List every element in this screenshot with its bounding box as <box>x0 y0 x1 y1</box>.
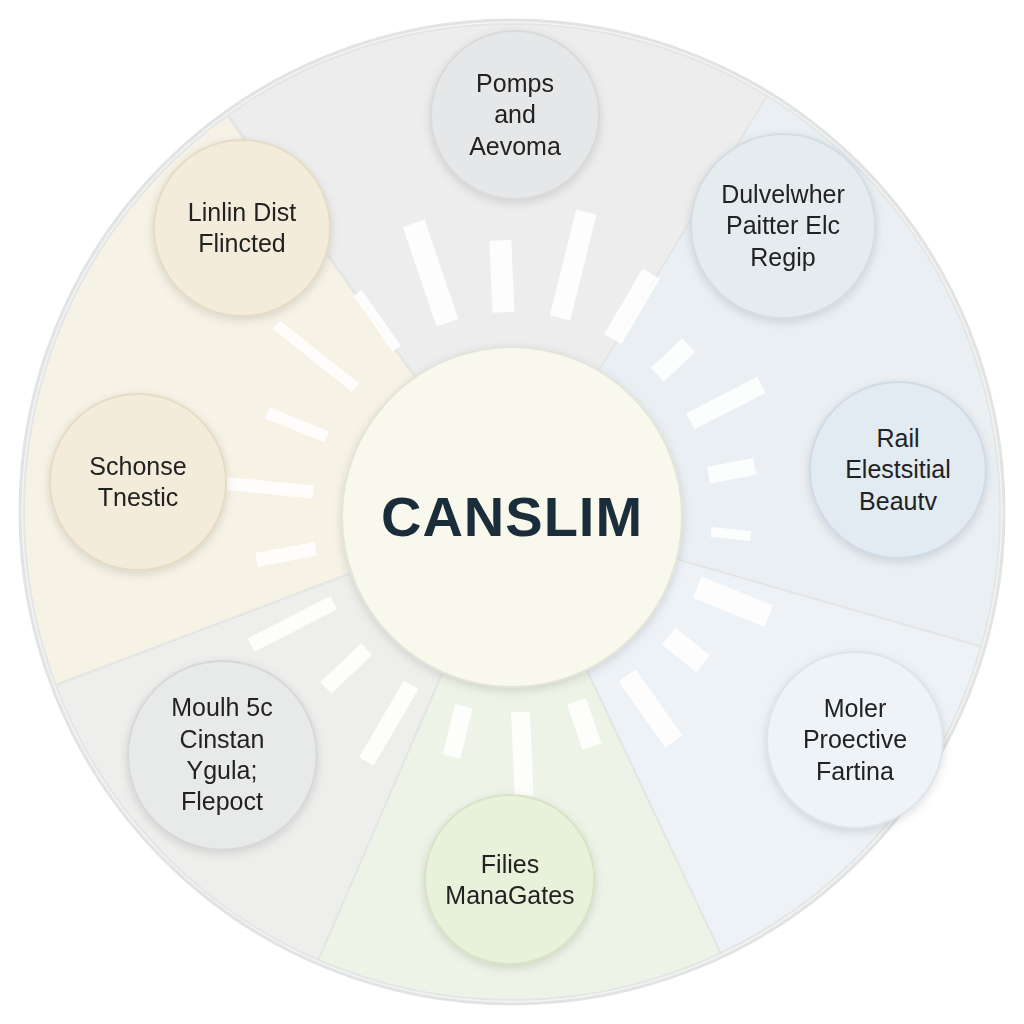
topic-label: Dulvelwher Paitter Elc Regip <box>712 179 854 273</box>
topic-label: Linlin Dist Flincted <box>183 197 301 260</box>
text-block: Moler Proective Fartina <box>789 693 921 787</box>
text-block: Pomps and Aevoma <box>459 68 571 162</box>
faint-ray <box>567 698 601 750</box>
text-block: Moulh 5c Cinstan Ygula; Flepoct <box>161 692 283 817</box>
text-block: Schonse Tnestic <box>72 451 204 514</box>
faint-ray <box>511 711 534 797</box>
faint-ray <box>686 377 765 429</box>
circle-outline <box>48 392 228 572</box>
faint-ray <box>662 628 710 673</box>
wedge-group <box>24 24 1000 1000</box>
text-block: CANSLIM <box>381 482 643 552</box>
circle-outline <box>126 659 319 852</box>
topic-label: Rail Elestsitial Beautv <box>832 423 964 517</box>
faint-ray <box>273 320 359 391</box>
circle-outline <box>423 793 596 966</box>
topic-label: Schonse Tnestic <box>72 451 204 514</box>
faint-ray <box>403 220 459 327</box>
topic-circle: Moulh 5c Cinstan Ygula; Flepoct <box>126 659 319 852</box>
faint-ray <box>489 240 514 313</box>
topic-circle: Moler Proective Fartina <box>765 650 945 830</box>
topic-circle: Filies ManaGates <box>423 793 596 966</box>
faint-ray <box>248 596 338 652</box>
topic-label: Moulh 5c Cinstan Ygula; Flepoct <box>161 692 283 817</box>
center-circle: CANSLIM <box>340 345 684 689</box>
faint-ray <box>216 476 314 499</box>
topic-circle: Dulvelwher Paitter Elc Regip <box>689 132 877 320</box>
topic-label: Pomps and Aevoma <box>459 68 571 162</box>
topic-label: Filies ManaGates <box>439 849 581 912</box>
text-block: Filies ManaGates <box>439 849 581 912</box>
text-block: Linlin Dist Flincted <box>183 197 301 260</box>
faint-ray <box>693 577 773 627</box>
faint-ray <box>619 669 683 747</box>
faint-ray <box>707 458 756 483</box>
faint-ray <box>711 527 752 541</box>
faint-ray <box>255 542 317 567</box>
center-label: CANSLIM <box>381 482 643 552</box>
topic-circle: Rail Elestsitial Beautv <box>808 380 988 560</box>
faint-ray <box>320 644 372 694</box>
faint-ray <box>354 290 401 351</box>
faint-ray <box>550 210 597 321</box>
topic-circle: Linlin Dist Flincted <box>152 138 332 318</box>
faint-ray <box>265 407 329 442</box>
faint-ray <box>651 338 695 381</box>
faint-ray <box>604 269 660 345</box>
text-block: Dulvelwher Paitter Elc Regip <box>712 179 854 273</box>
outer-ring <box>20 20 1004 1004</box>
faint-ray <box>359 680 419 765</box>
faint-ray <box>443 704 473 759</box>
topic-label: Moler Proective Fartina <box>789 693 921 787</box>
topic-circle: Pomps and Aevoma <box>429 29 601 201</box>
circle-outline <box>152 138 332 318</box>
text-block: Rail Elestsitial Beautv <box>832 423 964 517</box>
topic-circle: Schonse Tnestic <box>48 392 228 572</box>
